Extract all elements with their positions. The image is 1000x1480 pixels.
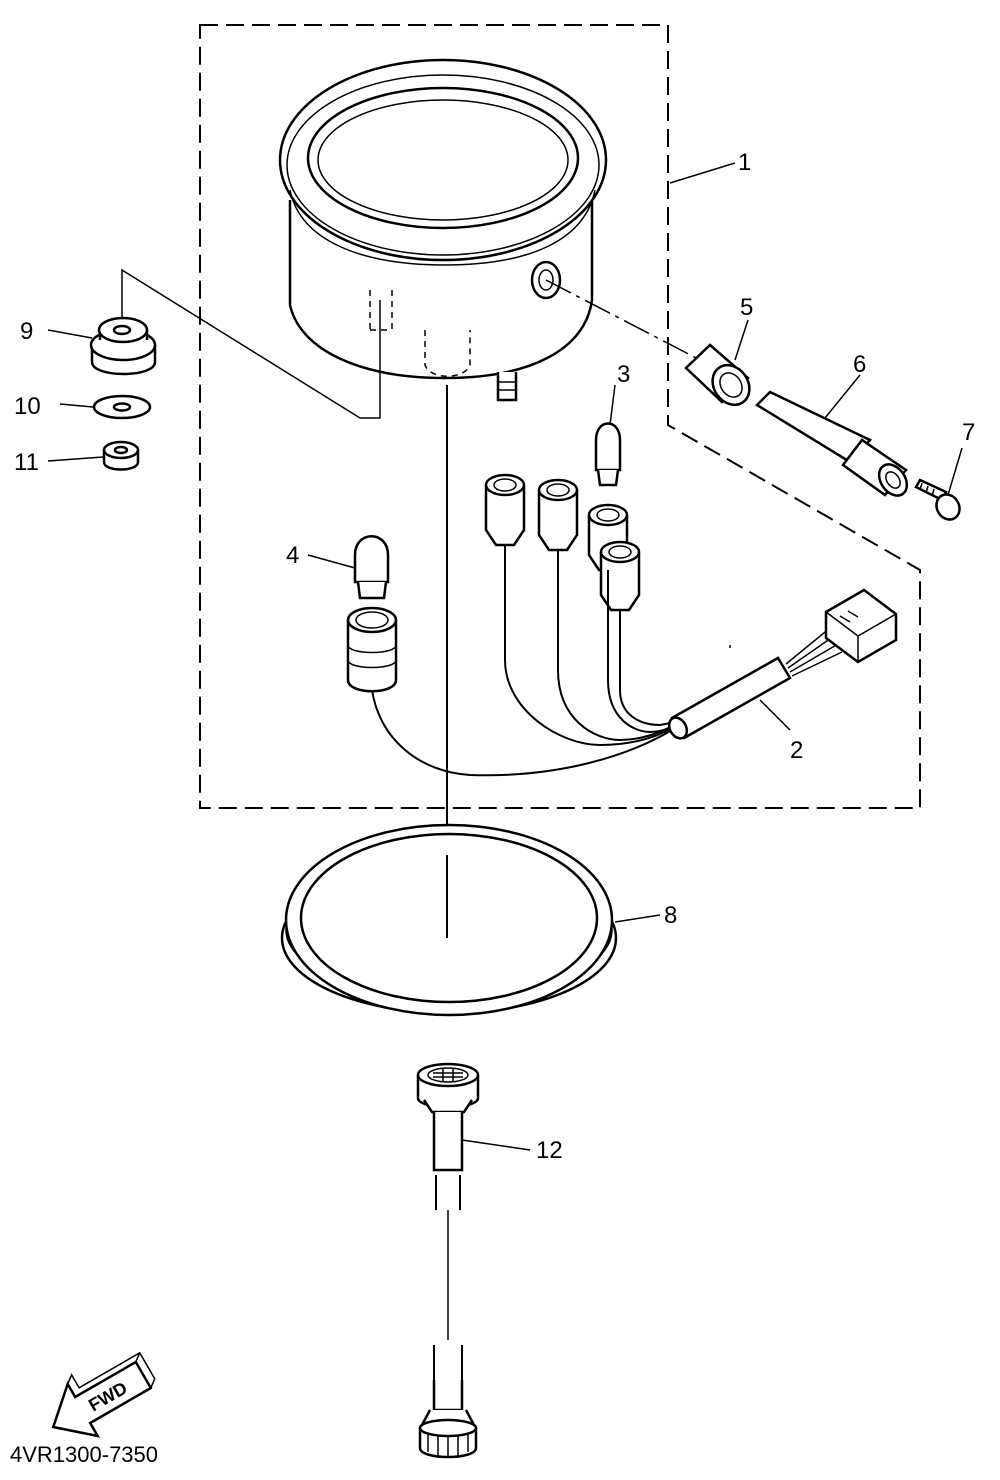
rim-ring-part-8 [280, 823, 618, 1017]
sleeve-part-6 [754, 390, 909, 497]
bulb-part-3 [594, 422, 622, 487]
callout-leaders [47, 162, 963, 1151]
screw-part-7 [914, 478, 961, 521]
wire-socket-d [599, 540, 641, 612]
wire-socket-a [484, 473, 526, 547]
diagram-code: 4VR1300-7350 [10, 1442, 158, 1467]
harness-connector [824, 588, 898, 664]
callout-5: 5 [740, 294, 753, 321]
callout-2: 2 [790, 737, 803, 764]
callout-4: 4 [286, 542, 299, 569]
fwd-arrow: FWD [51, 1351, 156, 1438]
washer-part-10 [92, 394, 152, 420]
stud-leader-line [121, 268, 381, 419]
callout-8: 8 [664, 902, 677, 929]
bulb-part-4 [353, 535, 390, 600]
callout-9: 9 [20, 318, 33, 345]
wire-harness [371, 545, 843, 777]
assembly-boundary [199, 24, 921, 809]
callout-11: 11 [14, 449, 39, 476]
callout-12: 12 [536, 1137, 563, 1164]
meter-cable-part-12 [416, 1062, 480, 1459]
callout-7: 7 [962, 419, 975, 446]
grommet-part-9 [89, 316, 157, 376]
callout-6: 6 [853, 351, 866, 378]
grommet-chain-line [545, 279, 701, 361]
callout-1: 1 [738, 149, 751, 176]
callout-3: 3 [617, 361, 630, 388]
wire-socket-b [537, 478, 579, 552]
nut-part-11 [102, 440, 140, 471]
collar-part-5 [684, 343, 751, 407]
meter-housing [278, 58, 608, 402]
bulb-socket [346, 606, 398, 693]
callout-10: 10 [14, 393, 41, 420]
